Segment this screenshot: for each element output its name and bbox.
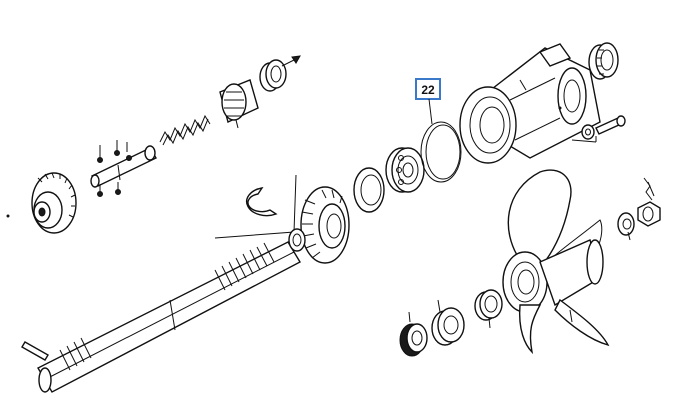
retaining-ring[interactable] xyxy=(246,187,278,217)
bearing-sleeve[interactable] xyxy=(259,59,287,92)
pin-set[interactable] xyxy=(97,140,132,197)
propeller-shaft[interactable] xyxy=(37,241,301,393)
ball-bearing[interactable] xyxy=(385,147,425,193)
thrust-washer[interactable] xyxy=(353,167,385,213)
bearing-holder[interactable] xyxy=(459,43,601,164)
shift-pin[interactable] xyxy=(21,341,49,361)
propeller[interactable] xyxy=(502,169,610,355)
dot xyxy=(558,106,562,110)
bevel-gear[interactable] xyxy=(300,186,350,264)
seal-dark[interactable] xyxy=(399,311,428,357)
o-ring[interactable] xyxy=(420,121,462,183)
cotter-pin[interactable] xyxy=(643,177,655,201)
needle-bearing[interactable] xyxy=(588,42,619,80)
callout-22[interactable]: 22 xyxy=(415,78,441,125)
leader-line xyxy=(214,174,297,239)
callout-22-label: 22 xyxy=(421,83,435,97)
bolt[interactable] xyxy=(571,115,626,143)
thrust-washer-small[interactable] xyxy=(288,228,306,252)
lock-washer[interactable] xyxy=(617,212,635,241)
prop-nut[interactable] xyxy=(637,201,661,227)
direction-arrow xyxy=(281,55,301,67)
spacer[interactable] xyxy=(474,289,503,329)
pinion-shaft[interactable] xyxy=(90,145,157,188)
drive-gear[interactable] xyxy=(31,172,77,234)
seal[interactable] xyxy=(431,299,465,346)
clutch-dog[interactable] xyxy=(219,79,259,129)
dot xyxy=(6,214,10,218)
spring[interactable] xyxy=(159,114,211,146)
